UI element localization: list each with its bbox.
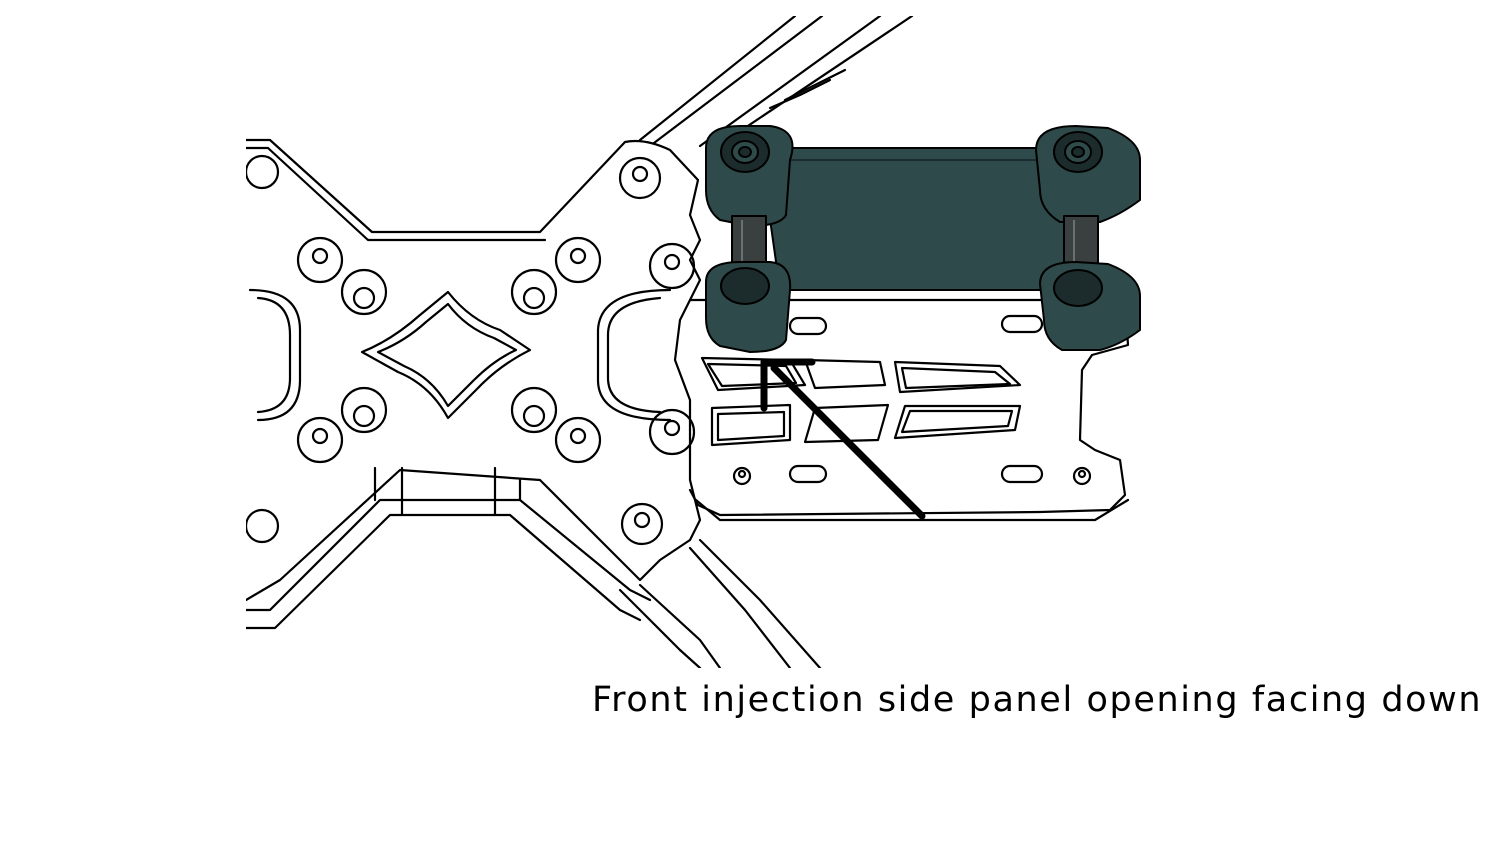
- x-frame-plate: [246, 138, 702, 630]
- pointer-arrow: [760, 358, 926, 520]
- camera-mount-part: [705, 125, 1141, 353]
- center-diamond-cutout: [360, 290, 532, 420]
- lower-frame-arm: [618, 538, 822, 668]
- mounting-holes: [246, 154, 696, 546]
- diagram-caption: Front injection side panel opening facin…: [592, 680, 1483, 720]
